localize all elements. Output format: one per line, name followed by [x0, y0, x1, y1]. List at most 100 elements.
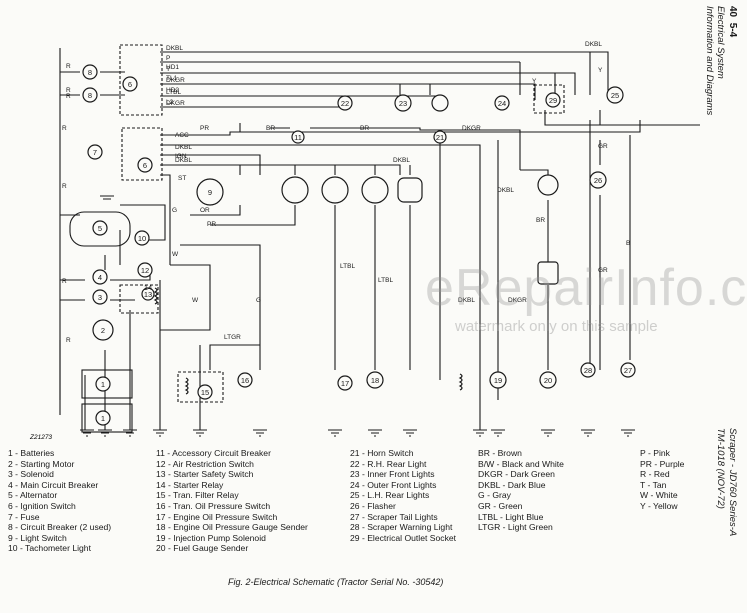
wire-label: PR: [207, 221, 216, 228]
wire-label: R: [62, 125, 67, 132]
wire-label: Y: [532, 78, 537, 85]
component-number: 22: [341, 99, 349, 108]
legend-item: 18 - Engine Oil Pressure Gauge Sender: [156, 522, 308, 533]
legend-item: 11 - Accessory Circuit Breaker: [156, 448, 271, 458]
legend-item: R - Red: [640, 469, 670, 480]
legend-item: 4 - Main Circuit Breaker: [8, 479, 99, 490]
component-number: 6: [128, 80, 132, 89]
component-number: 27: [624, 366, 632, 375]
wire-label: R: [66, 337, 71, 344]
wire-label: ST: [178, 175, 186, 182]
wire-label: GR: [598, 267, 608, 274]
legend-item: B/W - Black and White: [478, 458, 564, 469]
wire-label: R: [62, 278, 67, 285]
wire-label: DKBL: [175, 144, 192, 151]
component-symbols: [82, 64, 636, 426]
legend-item: 8 - Circuit Breaker (2 used): [8, 522, 112, 533]
wire-label-group: DKBLDKBLPHD1YTL1DKGRHD2LTBLL2DKGRRRRRRAC…: [62, 41, 630, 344]
component-number: 18: [371, 376, 379, 385]
component-number: 28: [584, 366, 592, 375]
legend-item: 24 - Outer Front Lights: [350, 479, 437, 490]
wire-label: PR: [200, 125, 209, 132]
legend-item: 20 - Fuel Gauge Sender: [156, 543, 249, 554]
wire-label: DKBL: [166, 45, 183, 52]
wire-label: DKGR: [508, 297, 527, 304]
wire-label: DKGR: [462, 125, 481, 132]
wire-label: B: [626, 240, 630, 247]
wire-label: G: [256, 297, 261, 304]
wire-label: W: [192, 297, 199, 304]
wire-label: OR: [200, 207, 210, 214]
wire-label: HD1: [166, 64, 179, 71]
component-number: 6: [143, 161, 147, 170]
component-number: 3: [98, 293, 102, 302]
legend-item: P - Pink: [640, 448, 670, 458]
legend-item: 1 - Batteries: [8, 448, 55, 458]
wire-label: GR: [598, 143, 608, 150]
legend-item: 7 - Fuse: [8, 511, 40, 522]
wire-label: L2: [166, 99, 174, 106]
component-number: 16: [241, 376, 249, 385]
legend-item: GR - Green: [478, 500, 523, 511]
legend-item: 14 - Starter Relay: [156, 479, 224, 490]
wire-label: LTBL: [166, 89, 181, 96]
page-number: 40 5-4: [727, 6, 738, 37]
wire-label: LTBL: [378, 277, 393, 284]
wire-label: ACC: [175, 132, 189, 139]
component-number: 25: [611, 91, 619, 100]
wire-label: Y: [598, 67, 603, 74]
legend-item: 27 - Scraper Tail Lights: [350, 511, 438, 522]
component-number: 29: [549, 96, 557, 105]
section-num: 5-4: [727, 22, 738, 38]
legend-item: 6 - Ignition Switch: [8, 500, 76, 511]
component-number: 14: [144, 283, 152, 292]
wire-label: R: [66, 87, 71, 94]
legend-item: PR - Purple: [640, 458, 685, 469]
legend-item: 29 - Electrical Outlet Socket: [350, 532, 457, 543]
component-number: 4: [98, 273, 102, 282]
legend-item: 2 - Starting Motor: [8, 458, 75, 469]
component-number: 9: [208, 188, 212, 197]
wire-label: R: [62, 183, 67, 190]
legend-item: BR - Brown: [478, 448, 522, 458]
legend-item: 10 - Tachometer Light: [8, 543, 91, 554]
component-number: 12: [141, 266, 149, 275]
page-num: 40: [727, 6, 738, 18]
legend-item: 23 - Inner Front Lights: [350, 469, 435, 480]
legend-item: 13 - Starter Safety Switch: [156, 469, 254, 480]
figure-caption: Fig. 2-Electrical Schematic (Tractor Ser…: [228, 577, 444, 587]
wire-label: R: [66, 93, 71, 100]
wire-label: DKBL: [458, 297, 475, 304]
component-number: 8: [88, 91, 92, 100]
wire-label: Y: [166, 66, 171, 73]
legend-item: Y - Yellow: [640, 500, 678, 511]
legend-item: 22 - R.H. Rear Light: [350, 458, 427, 469]
wire-label: IGN: [175, 153, 187, 160]
wire-label: DKBL: [393, 157, 410, 164]
component-number: 1: [101, 380, 105, 389]
legend-item: 21 - Horn Switch: [350, 448, 414, 458]
component-number: 20: [544, 376, 552, 385]
component-number: 10: [138, 234, 146, 243]
model-title: Scraper - JD760 Series-A: [727, 428, 738, 537]
wire-label: DKBL: [497, 187, 514, 194]
component-number: 19: [494, 376, 502, 385]
component-number: 15: [201, 388, 209, 397]
legend-item: 28 - Scraper Warning Light: [350, 522, 453, 533]
component-number: 23: [399, 99, 407, 108]
section-title-1: Electrical System: [715, 6, 726, 79]
legend-item: 12 - Air Restriction Switch: [156, 458, 254, 469]
legend-item: LTGR - Light Green: [478, 522, 553, 533]
wire-label: DKBL: [585, 41, 602, 48]
wire-label: LTBL: [340, 263, 355, 270]
component-number: 21: [436, 133, 444, 142]
legend-item: LTBL - Light Blue: [478, 511, 544, 522]
watermark-main: eRepairInfo.com: [425, 259, 747, 317]
wire-label: R: [66, 63, 71, 70]
component-number: 11: [294, 133, 302, 142]
section-title-2: Information and Diagrams: [704, 6, 715, 116]
